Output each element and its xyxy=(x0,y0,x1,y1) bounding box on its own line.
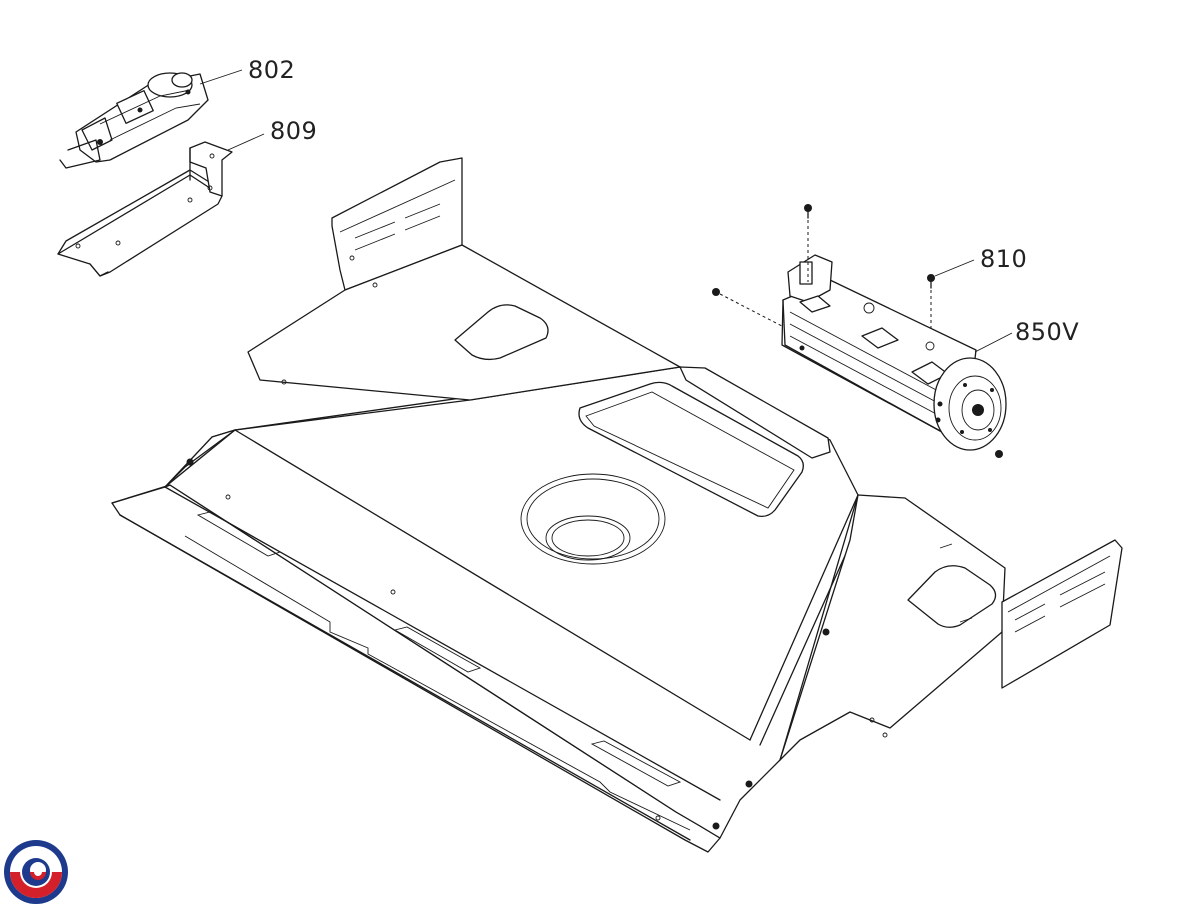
callout-810: 810 xyxy=(980,245,1028,273)
leader-802 xyxy=(199,69,243,85)
base-pan xyxy=(111,157,1123,853)
leader-810 xyxy=(934,259,975,277)
leader-850V xyxy=(974,332,1013,353)
part-810-screws xyxy=(712,204,1003,458)
part-809-bracket xyxy=(57,141,233,277)
part-850V-fan-housing xyxy=(781,254,1007,451)
part-802-module xyxy=(59,72,209,169)
callout-809: 809 xyxy=(270,117,318,145)
callout-802: 802 xyxy=(248,56,296,84)
callout-850V: 850V xyxy=(1015,318,1080,346)
brand-swirl-logo xyxy=(4,840,68,904)
leader-809 xyxy=(227,133,265,151)
